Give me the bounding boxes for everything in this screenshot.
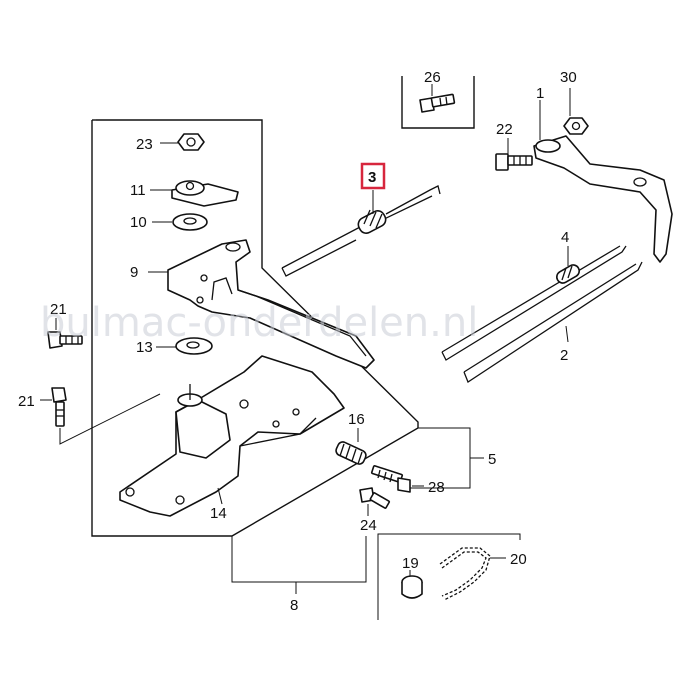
callout-30: 30 — [560, 69, 577, 86]
washer-part-13 — [156, 337, 213, 355]
cap-part-19 — [401, 570, 423, 599]
callout-9: 9 — [130, 264, 138, 281]
callout-8: 8 — [290, 597, 298, 614]
callout-20: 20 — [510, 551, 527, 568]
bolt-part-22 — [495, 138, 533, 171]
callout-13: 13 — [136, 339, 153, 356]
callout-11: 11 — [130, 182, 146, 199]
nut-part-30 — [563, 88, 589, 135]
highlight-box — [360, 162, 386, 190]
control-bracket-part-9 — [148, 239, 375, 369]
callout-22: 22 — [496, 121, 513, 138]
bracket-part-19-20 — [377, 533, 521, 620]
callout-21-lower: 21 — [18, 393, 35, 410]
callout-1: 1 — [536, 85, 544, 102]
bolt-part-26 — [419, 84, 456, 113]
assembly-frame — [91, 119, 419, 537]
spring-part-3 — [281, 185, 441, 277]
bolt-part-21-upper — [47, 318, 83, 349]
callout-14: 14 — [210, 505, 227, 522]
lever-part-1 — [533, 100, 673, 263]
callout-3-highlight: 3 — [360, 162, 386, 190]
bolt-part-24 — [359, 487, 391, 516]
spring-part-16 — [335, 428, 367, 465]
callout-5: 5 — [488, 451, 496, 468]
callout-4: 4 — [561, 229, 569, 246]
screw-part-28 — [370, 465, 424, 493]
washer-part-10 — [152, 213, 208, 231]
chain-part-20 — [439, 547, 506, 601]
callout-28: 28 — [428, 479, 445, 496]
callout-26: 26 — [424, 69, 441, 86]
callout-3: 3 — [368, 169, 376, 186]
callout-19: 19 — [402, 555, 419, 572]
mount-part-11 — [150, 180, 239, 207]
watermark: bulmac-onderdelen.nl — [40, 300, 478, 346]
bracket-part-26 — [401, 76, 475, 129]
rod-part-4 — [441, 245, 627, 361]
bracket-part-8 — [231, 536, 367, 594]
callout-2: 2 — [560, 347, 568, 364]
base-plate-part-14 — [119, 355, 345, 517]
callout-10: 10 — [130, 214, 147, 231]
nut-part-23 — [160, 133, 205, 151]
bracket-part-5 — [410, 427, 484, 489]
callout-23: 23 — [136, 136, 153, 153]
callout-24: 24 — [360, 517, 377, 534]
rod-part-2 — [463, 261, 643, 383]
callout-16: 16 — [348, 411, 365, 428]
bolt-part-21-lower — [40, 387, 161, 445]
callout-labels: 1 2 4 5 8 9 10 11 13 14 16 19 20 21 21 2… — [18, 69, 577, 614]
callout-21-upper: 21 — [50, 301, 67, 318]
